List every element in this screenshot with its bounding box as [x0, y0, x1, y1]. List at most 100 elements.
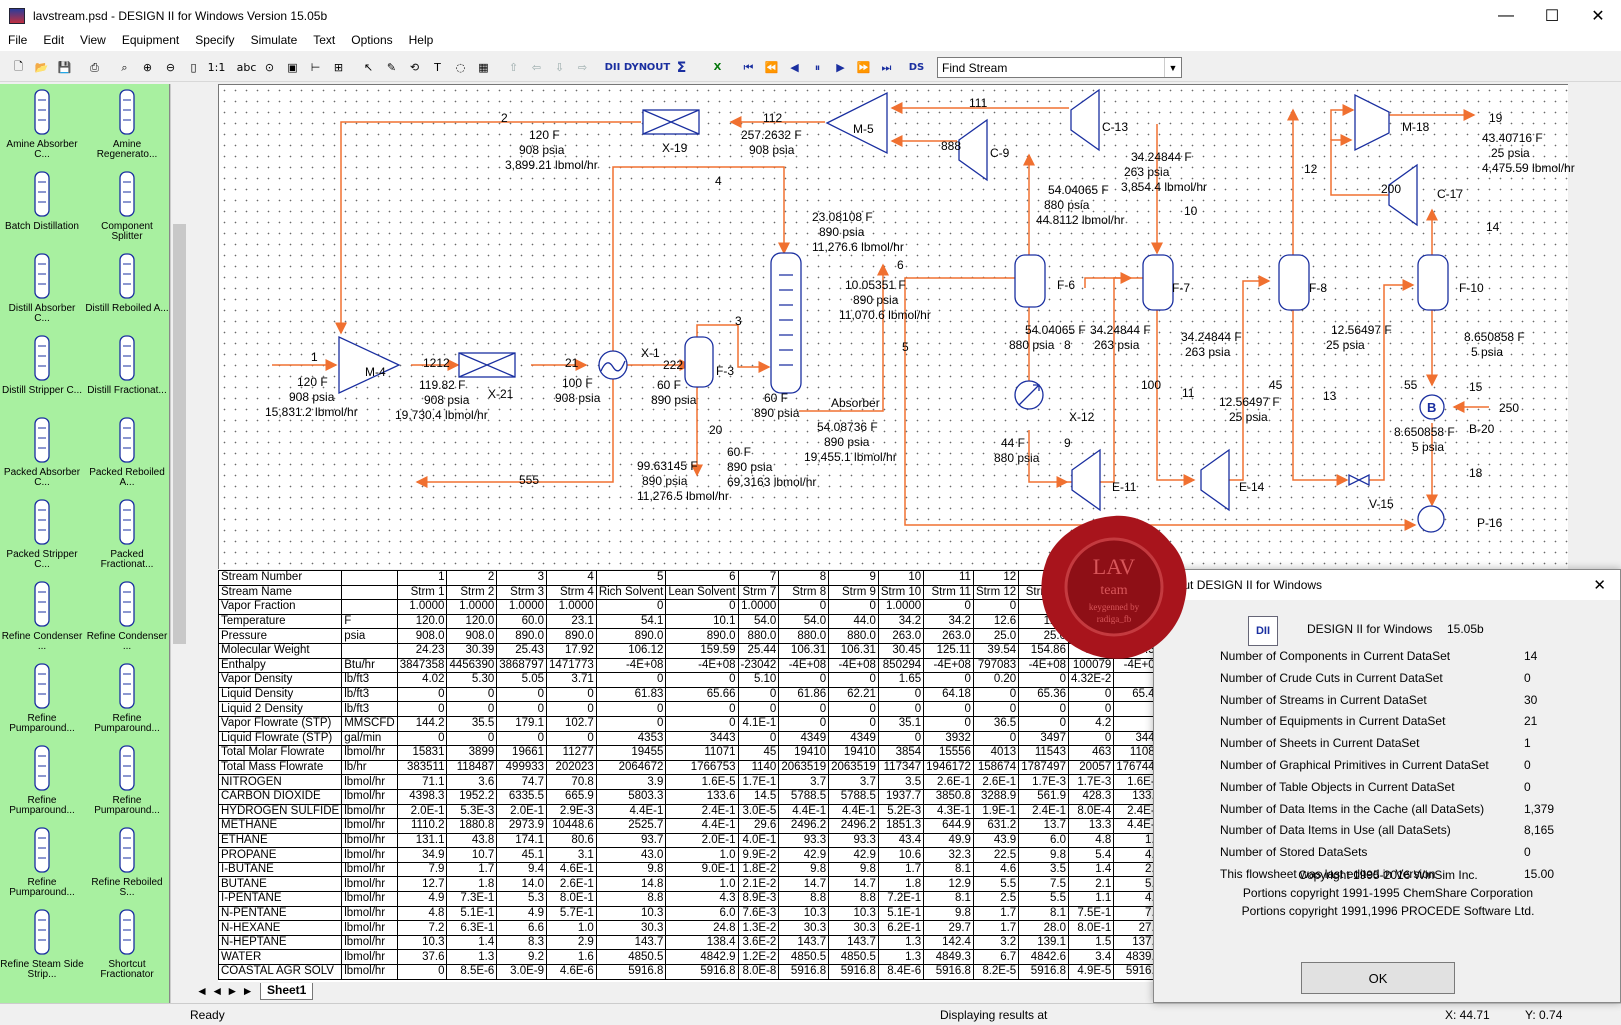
table-cell[interactable]: 1766753 [665, 759, 739, 776]
table-cell[interactable]: 2.1E-2 [737, 876, 780, 893]
table-cell[interactable]: 2.4E-1 [1113, 803, 1153, 820]
table-cell[interactable]: 10448.6 [546, 818, 597, 834]
table-cell[interactable]: 42.9 [828, 847, 879, 863]
table-cell[interactable]: 7.2 [396, 920, 448, 936]
table-cell[interactable]: 10 [877, 570, 925, 586]
fast-forward-icon[interactable]: ⏩ [856, 61, 871, 74]
table-cell[interactable]: 54.0 [778, 613, 830, 630]
table-cell[interactable]: 9.4 [496, 861, 548, 878]
new-file-icon[interactable]: 🗋 [14, 60, 23, 73]
menu-equipment[interactable]: Equipment [121, 33, 180, 47]
table-cell[interactable]: 3854 [877, 745, 925, 761]
table-cell[interactable]: 4.3 [665, 891, 739, 907]
table-cell[interactable]: 2.5 [972, 891, 1020, 907]
table-cell[interactable]: 1.0000 [877, 599, 925, 615]
table-cell[interactable]: 9 [828, 570, 879, 586]
table-cell[interactable]: 2.0E-1 [396, 803, 448, 820]
table-cell[interactable]: 4.4E-1 [595, 803, 667, 820]
table-cell[interactable]: 0 [923, 701, 974, 717]
palette-item[interactable]: Refine Pumparound... [85, 660, 169, 734]
table-cell[interactable]: 29.6 [737, 818, 780, 834]
last-icon[interactable]: ⏭ [881, 60, 892, 74]
spell-check-icon[interactable]: abc [236, 61, 257, 74]
menu-simulate[interactable]: Simulate [250, 33, 298, 47]
table-cell[interactable]: 6.3E-1 [446, 920, 498, 936]
shapes-icon[interactable]: ◌ [455, 61, 466, 74]
table-cell[interactable]: 3.2 [972, 934, 1020, 951]
table-cell[interactable]: 5.2E-3 [877, 803, 925, 820]
table-cell[interactable]: 3497 [1018, 730, 1069, 747]
table-icon[interactable]: ▦ [478, 61, 489, 74]
table-cell[interactable]: 0 [828, 715, 879, 732]
table-cell[interactable]: 11277 [546, 745, 597, 761]
table-cell[interactable]: 142.4 [923, 934, 974, 951]
table-cell[interactable]: 5788.5 [828, 788, 879, 805]
table-cell[interactable]: 6335.5 [496, 788, 548, 805]
table-cell[interactable]: 4.2 [1067, 715, 1115, 732]
table-cell[interactable]: 10.3 [828, 905, 879, 922]
table-cell[interactable]: 43.0 [595, 847, 667, 863]
table-cell[interactable]: 0 [778, 715, 830, 732]
table-cell[interactable]: 4842.6 [1018, 949, 1069, 966]
table-cell[interactable]: 0 [665, 701, 739, 717]
table-cell[interactable]: 0 [396, 964, 448, 980]
table-cell[interactable]: 4456390 [446, 657, 498, 674]
table-cell[interactable]: 3 [496, 570, 548, 586]
out-button[interactable]: OUT [646, 62, 671, 73]
table-cell[interactable]: 143.7 [595, 934, 667, 951]
table-cell[interactable]: 4.4 [1113, 847, 1153, 863]
table-cell[interactable]: 93.3 [828, 832, 879, 849]
table-cell[interactable]: 1.0000 [737, 599, 780, 615]
table-cell[interactable]: 9.8 [778, 861, 830, 878]
table-cell[interactable]: -4E+08 [828, 657, 879, 674]
palette-item[interactable]: Distill Fractionat... [85, 332, 169, 396]
table-cell[interactable]: 3443 [665, 730, 739, 747]
excel-button[interactable]: X [713, 62, 722, 73]
table-cell[interactable]: 5.3 [496, 891, 548, 907]
table-cell[interactable]: 4.4E-1 [665, 818, 739, 834]
table-cell[interactable]: 1.0 [665, 876, 739, 893]
table-cell[interactable]: Strm 8 [778, 584, 830, 601]
table-cell[interactable]: 0 [546, 701, 597, 717]
table-cell[interactable]: 64.18 [923, 686, 974, 703]
table-cell[interactable]: 0 [396, 730, 448, 747]
table-cell[interactable]: 5.1E-1 [877, 905, 925, 922]
table-cell[interactable]: 1946172 [923, 759, 974, 776]
table-cell[interactable]: Strm 1 [396, 584, 448, 601]
table-cell[interactable]: 65.66 [665, 686, 739, 703]
table-cell[interactable]: 908.0 [396, 628, 448, 644]
table-cell[interactable]: 20057 [1067, 759, 1115, 776]
rewind-icon[interactable]: ⏪ [764, 61, 779, 74]
table-cell[interactable]: 7 [737, 570, 780, 586]
table-cell[interactable]: 5.10 [737, 672, 780, 688]
table-cell[interactable]: 3899 [446, 745, 498, 761]
dii-button[interactable]: DII [604, 62, 621, 73]
table-cell[interactable]: 10.3 [396, 934, 448, 951]
table-cell[interactable]: 19661 [496, 745, 548, 761]
table-cell[interactable]: 9.8 [828, 861, 879, 878]
table-cell[interactable]: 36.5 [972, 715, 1020, 732]
table-cell[interactable]: 0 [923, 715, 974, 732]
table-cell[interactable]: 4.32E-2 [1067, 672, 1115, 688]
rotate-icon[interactable]: ⟲ [409, 61, 420, 74]
table-cell[interactable]: 5.5 [972, 876, 1020, 893]
table-cell[interactable]: 62.21 [828, 686, 879, 703]
table-cell[interactable]: 5.7E-1 [546, 905, 597, 922]
table-cell[interactable]: Strm 10 [877, 584, 925, 601]
table-cell[interactable]: 7.5 [1018, 876, 1069, 893]
menu-options[interactable]: Options [351, 33, 393, 47]
table-cell[interactable]: 74.7 [496, 774, 548, 790]
table-cell[interactable]: 263.0 [877, 628, 925, 644]
table-cell[interactable]: 54.1 [595, 613, 667, 630]
table-cell[interactable]: 4.9 [496, 905, 548, 922]
table-cell[interactable]: 1.3 [877, 934, 925, 951]
table-cell[interactable]: 143.7 [778, 934, 830, 951]
table-cell[interactable]: 1880.8 [446, 818, 498, 834]
table-cell[interactable]: 631.2 [972, 818, 1020, 834]
table-cell[interactable]: 0 [877, 730, 925, 747]
table-cell[interactable]: 28.0 [1018, 920, 1069, 936]
